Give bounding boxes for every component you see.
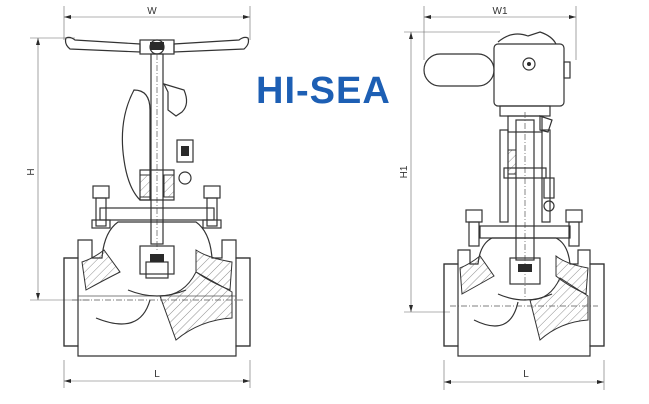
width-w1-label: W1 (493, 6, 508, 17)
height-label: H (26, 168, 37, 175)
actuator-bonnet-flange (465, 209, 583, 247)
width-dimension: W (63, 6, 251, 40)
handwheel (64, 36, 250, 55)
yoke (121, 83, 194, 201)
width-label: W (147, 6, 157, 17)
electric-actuator-globe-valve: W1 H1 L (399, 6, 605, 390)
height-dimension: H (26, 37, 90, 301)
height-h1-label: H1 (399, 165, 410, 178)
length-dimension-right: L (443, 360, 605, 390)
length-label-right: L (523, 369, 529, 380)
stem (150, 53, 164, 250)
handwheel-globe-valve: W H L (26, 6, 251, 388)
width-dimension-w1: W1 (423, 6, 577, 60)
bonnet-flange (91, 185, 222, 229)
valve-body (63, 221, 251, 357)
length-label: L (154, 369, 160, 380)
electric-actuator (423, 31, 571, 133)
length-dimension: L (63, 360, 251, 388)
height-dimension-h1: H1 (399, 31, 500, 313)
actuator-valve-body (443, 237, 605, 357)
brand-logo: HI-SEA (256, 70, 391, 112)
logo-text: HI-SEA (256, 70, 391, 112)
